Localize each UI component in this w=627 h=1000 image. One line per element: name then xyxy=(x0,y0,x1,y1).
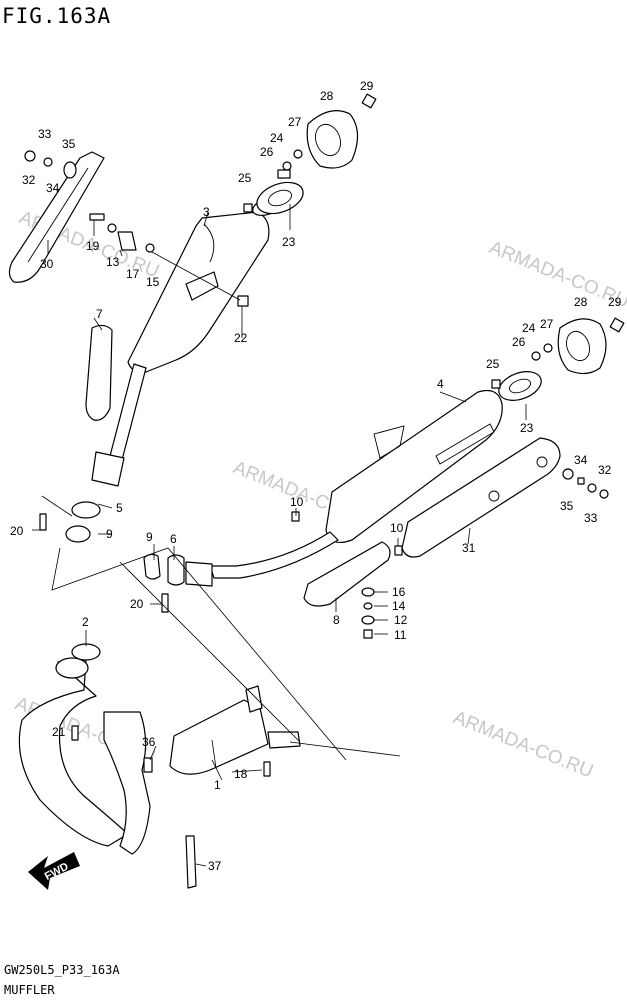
pipe-cover xyxy=(85,324,113,421)
callout-29: 29 xyxy=(608,295,622,309)
fwd-arrow-icon: FWD xyxy=(28,852,80,890)
callout-13: 13 xyxy=(106,255,120,269)
muffler-cap-lower xyxy=(498,371,542,401)
callout-3: 3 xyxy=(203,205,210,219)
callout-14: 14 xyxy=(392,599,406,613)
callout-10: 10 xyxy=(390,521,404,535)
callout-2: 2 xyxy=(82,615,89,629)
footer-section-name: MUFFLER xyxy=(4,983,55,997)
callout-9: 9 xyxy=(106,527,113,541)
footer-drawing-code: GW250L5_P33_163A xyxy=(4,963,120,977)
callout-10: 10 xyxy=(290,495,304,509)
callout-28: 28 xyxy=(574,295,588,309)
callout-4: 4 xyxy=(437,377,444,391)
callout-8: 8 xyxy=(333,613,340,627)
callout-37: 37 xyxy=(208,859,222,873)
callout-25: 25 xyxy=(486,357,500,371)
callout-24: 24 xyxy=(270,131,284,145)
heat-shield-lower xyxy=(401,437,561,558)
pipe-cover-lower xyxy=(303,541,391,607)
figure-title: FIG.163A xyxy=(2,4,112,28)
callout-27: 27 xyxy=(288,115,302,129)
callout-20: 20 xyxy=(130,597,144,611)
callout-5: 5 xyxy=(116,501,123,515)
callout-35: 35 xyxy=(62,137,76,151)
callout-32: 32 xyxy=(22,173,36,187)
callout-20: 20 xyxy=(10,524,24,538)
watermark: ARMADA-CO.RU xyxy=(450,707,596,782)
callout-9: 9 xyxy=(146,530,153,544)
callout-26: 26 xyxy=(260,145,274,159)
callout-34: 34 xyxy=(574,453,588,467)
callout-33: 33 xyxy=(584,511,598,525)
callout-26: 26 xyxy=(512,335,526,349)
callout-25: 25 xyxy=(238,171,252,185)
callout-36: 36 xyxy=(142,735,156,749)
callout-33: 33 xyxy=(38,127,52,141)
end-cone-upper xyxy=(306,110,359,169)
callout-27: 27 xyxy=(540,317,554,331)
callout-29: 29 xyxy=(360,79,374,93)
callout-24: 24 xyxy=(522,321,536,335)
callout-12: 12 xyxy=(394,613,408,627)
callout-17: 17 xyxy=(126,267,140,281)
callout-23: 23 xyxy=(520,421,534,435)
callout-11: 11 xyxy=(394,628,407,642)
callout-35: 35 xyxy=(560,499,574,513)
callout-34: 34 xyxy=(46,181,60,195)
watermark: ARMADA-CO.RU xyxy=(486,237,627,312)
muffler-cap-upper xyxy=(256,181,304,215)
callout-21: 21 xyxy=(52,725,66,739)
callout-19: 19 xyxy=(86,239,100,253)
callout-30: 30 xyxy=(40,257,54,271)
callout-1: 1 xyxy=(214,778,221,792)
end-cone-lower xyxy=(557,318,607,375)
callout-16: 16 xyxy=(392,585,406,599)
callout-31: 31 xyxy=(462,541,476,555)
callout-23: 23 xyxy=(282,235,296,249)
exhaust-header xyxy=(18,659,129,847)
callout-28: 28 xyxy=(320,89,334,103)
svg-text:FWD: FWD xyxy=(43,860,71,882)
callout-22: 22 xyxy=(234,331,248,345)
callout-15: 15 xyxy=(146,275,160,289)
callout-6: 6 xyxy=(170,532,177,546)
callout-18: 18 xyxy=(234,767,248,781)
callout-32: 32 xyxy=(598,463,612,477)
callout-7: 7 xyxy=(96,307,103,321)
